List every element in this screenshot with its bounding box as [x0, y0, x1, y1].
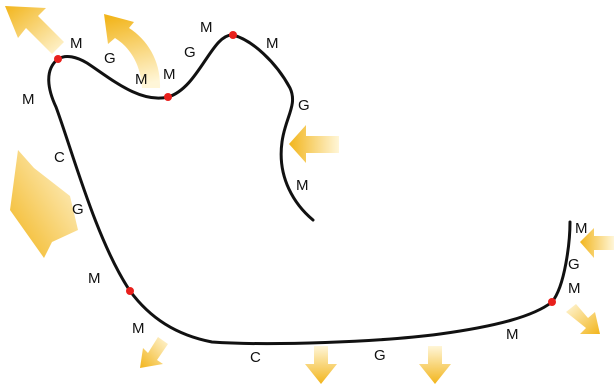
- block-arrow-icon: [419, 346, 451, 384]
- label-g: G: [298, 97, 310, 114]
- label-m: M: [266, 35, 279, 52]
- label-g: G: [104, 50, 116, 67]
- block-arrow-icon: [305, 346, 337, 384]
- label-m: M: [568, 280, 581, 297]
- label-m: M: [22, 91, 35, 108]
- marker-dot: [229, 31, 237, 39]
- labels: M G M G M M M M G M C G M M C G M M G M: [22, 19, 588, 366]
- marker-dot: [54, 55, 62, 63]
- label-c: C: [54, 149, 65, 166]
- marker-dot: [164, 93, 172, 101]
- block-arrow-icon: [140, 337, 168, 368]
- marker-dot: [548, 298, 556, 306]
- label-g: G: [374, 347, 386, 364]
- label-g: G: [184, 44, 196, 61]
- label-m: M: [88, 270, 101, 287]
- label-m: M: [163, 66, 176, 83]
- curved-arrow-icon: [104, 14, 161, 88]
- label-m: M: [135, 71, 148, 88]
- label-m: M: [70, 35, 83, 52]
- arrows: [5, 6, 614, 384]
- label-m: M: [296, 177, 309, 194]
- label-m: M: [132, 320, 145, 337]
- block-arrow-icon: [10, 150, 78, 258]
- block-arrow-icon: [5, 6, 64, 54]
- marker-dot: [126, 287, 134, 295]
- label-g: G: [568, 256, 580, 273]
- label-g: G: [72, 201, 84, 218]
- label-c: C: [250, 349, 261, 366]
- block-arrow-icon: [566, 304, 600, 334]
- block-arrow-icon: [580, 228, 614, 258]
- markers: [54, 31, 556, 306]
- label-m: M: [575, 220, 588, 237]
- track-curve: [47, 33, 572, 346]
- label-m: M: [200, 19, 213, 36]
- block-arrow-icon: [289, 125, 339, 163]
- label-m: M: [506, 326, 519, 343]
